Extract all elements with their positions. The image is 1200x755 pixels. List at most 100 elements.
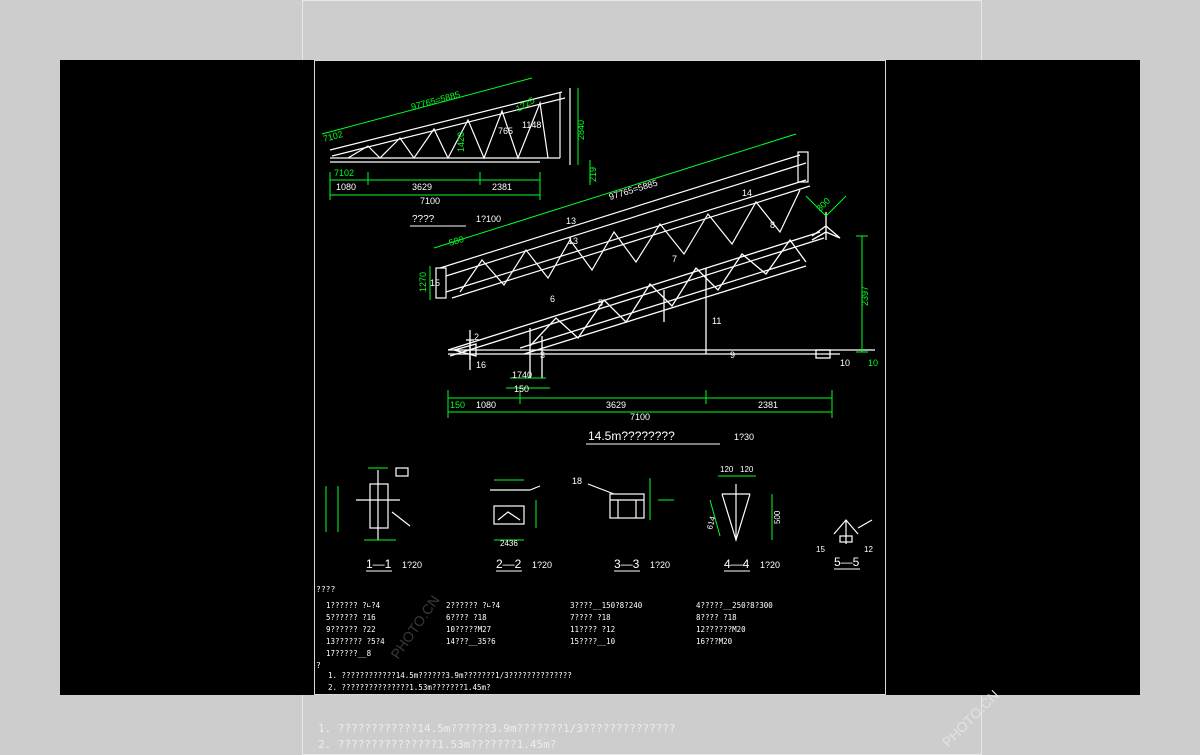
dim-label: 3629 [412,182,432,192]
dim-label: 300 [814,196,832,214]
section-3-3-dims [649,478,674,520]
dim-label: 1080 [476,400,496,410]
callout: 3 [540,350,545,360]
dim-label: 2397 [860,286,870,306]
section-label: 4—4 [724,557,750,571]
callout: 8 [770,220,775,230]
section-labels: 1—1 1?20 2—2 1?20 3—3 1?20 4—4 1?20 5—5 [366,555,860,571]
dim-label: 18 [572,476,582,486]
section-5-5-dim-text: 15 12 [816,545,873,554]
watermark-text-corner: PHOTO.CN [939,687,1002,750]
section-4-4-dims [709,475,773,540]
callout: 2 [474,332,479,342]
section-1-1-dims [325,467,396,541]
remarks-mark: ? [316,661,321,670]
dim-label: 1148 [522,120,541,130]
section-1-1 [356,467,411,540]
callout: 13 [566,216,576,226]
ghost-remark-2: 2. ???????????????1.53m???????1.45m? [318,738,557,751]
dim-label: 1080 [336,182,356,192]
top-truss-view [329,88,571,165]
ghost-remark-1: 1. ????????????14.5m??????3.9m???????1/3… [318,722,676,735]
bom-entry: 9?????? ?22 [326,625,376,634]
section-scale: 1?20 [650,560,670,570]
callout: 10 [840,358,850,368]
dim-label: 15 [816,545,825,554]
upper-slope-label: 97765=5885 [608,178,659,202]
remarks: 1. ????????????14.5m??????3.9m???????1/3… [328,671,572,692]
bill-of-materials: 1?????? ?∟?4 2?????? ?∟?4 3????__150?8?2… [326,601,773,658]
section-4-4-dim-text: 120 120 500 614 [705,465,782,531]
bom-entry: 8???? ?18 [696,613,737,622]
upper-truss-dims [429,133,797,300]
dim-label: 614 [705,515,717,531]
bom-entry: 15????__10 [570,637,616,646]
remark-line: 2. ???????????????1.53m???????1.45m? [328,683,491,692]
main-truss-dims [447,195,868,418]
dim-label: 7100 [630,412,650,422]
section-5-5 [833,519,873,544]
upper-callouts: 13 13 14 15 [430,188,752,288]
top-chord [329,91,563,151]
cad-canvas[interactable] [60,60,1140,695]
callout: 11 [712,316,721,326]
main-truss [447,212,875,378]
section-scale: 1?20 [402,560,422,570]
dim-label: 500 [773,510,782,524]
section-2-2 [490,485,541,525]
bom-entry: 2?????? ?∟?4 [446,601,501,610]
dim-label: 2381 [492,182,512,192]
callout: 14 [742,188,752,198]
dim-label: 150 [450,400,465,410]
notes-title: ???? [316,585,335,594]
dim-label: 1270 [418,272,428,292]
watermark-text: PHOTO.CN [387,592,442,662]
bom-entry: 1?????? ?∟?4 [326,601,381,610]
callout: 15 [430,278,440,288]
bom-entry: 16???M20 [696,637,733,646]
bom-entry: 4?????__250?8?300 [696,601,773,610]
callout: 7 [672,254,677,264]
main-dim-text: 2397 10 150 1080 3629 2381 7100 1740 150… [450,196,878,422]
dim-label: 10 [868,358,878,368]
bom-entry: 17?????__8 [326,649,372,658]
dim-label: 1740 [512,370,532,380]
callout: 9 [730,350,735,360]
top-view-title-text: ???? [412,214,435,225]
dim-label: 120 [740,465,754,474]
top-slope-label: 97765=5885 [410,89,461,112]
dim-label: 1420 [456,132,466,152]
section-3-3 [587,483,645,519]
top-view-title: ???? 1?100 [410,214,501,227]
callout: 13 [568,236,578,246]
bom-entry: 6???? ?18 [446,613,487,622]
section-scale: 1?20 [760,560,780,570]
dim-label: 1225 [514,95,536,114]
dim-label: 2436 [500,539,518,548]
bom-entry: 3????__150?8?240 [570,601,643,610]
section-scale: 1?20 [532,560,552,570]
dim-label: 150 [514,384,529,394]
drawing-sheet-frame [314,60,886,695]
bom-entry: 5?????? ?16 [326,613,376,622]
bom-entry: 14???__35?6 [446,637,496,646]
main-view-title: 14.5m???????? 1?30 [586,429,754,445]
section-label: 2—2 [496,557,522,571]
remark-line: 1. ????????????14.5m??????3.9m???????1/3… [328,671,572,680]
dim-label: 219 [588,167,598,182]
bom-entry: 7???? ?18 [570,613,611,622]
callout: 5 [598,298,603,308]
web-members [347,100,549,160]
bom-entry: 10?????M27 [446,625,491,634]
dim-label: 2381 [758,400,778,410]
main-view-scale: 1?30 [734,432,754,442]
main-top-chord [447,231,821,351]
dim-label: 3629 [606,400,626,410]
top-view-dims [321,77,591,200]
dim-label: 12 [864,545,873,554]
callout: 16 [476,360,486,370]
upper-inclined-truss [435,151,811,299]
section-label: 5—5 [834,555,860,569]
dim-label: 7102 [334,168,354,178]
